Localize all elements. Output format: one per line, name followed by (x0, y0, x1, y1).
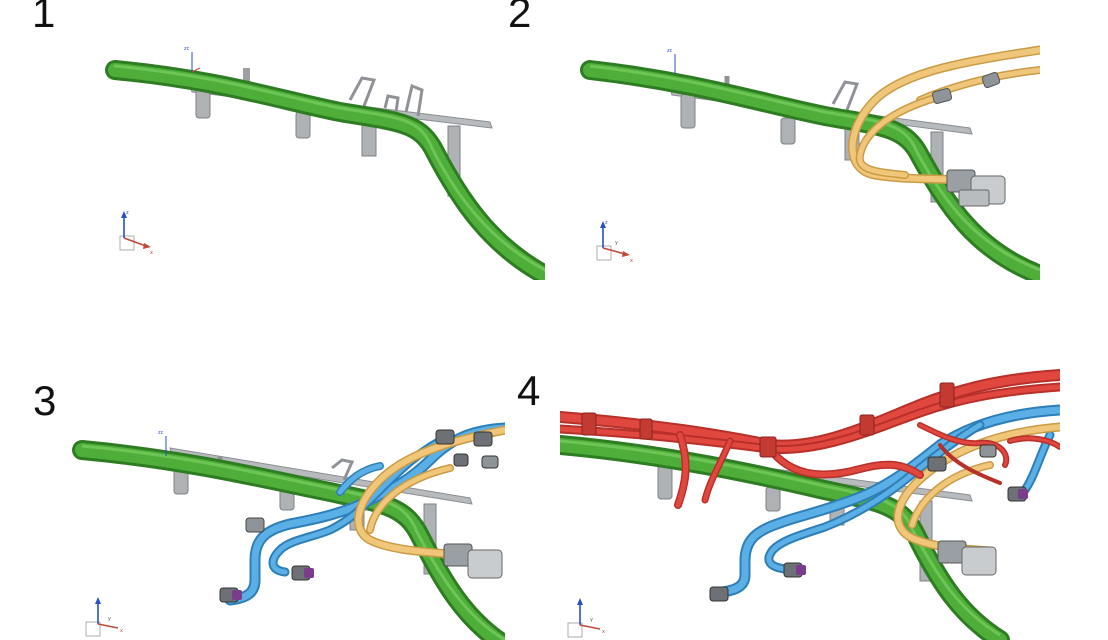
svg-text:x: x (630, 258, 633, 264)
step-label-2: 2 (508, 0, 532, 36)
svg-text:y: y (615, 240, 618, 246)
connector-plug (709, 444, 1028, 602)
work-csys-triad: zc (667, 48, 676, 74)
main-harness-green (105, 60, 545, 280)
connector-plug (219, 429, 503, 603)
svg-text:y: y (108, 616, 111, 622)
harness-view-1: zc z x (105, 46, 545, 280)
axis-triad-icon: y x (85, 597, 123, 637)
svg-text:zc: zc (184, 46, 190, 52)
svg-text:x: x (120, 628, 123, 634)
harness-view-4: y x (560, 369, 1060, 640)
axis-triad-icon: z x (119, 210, 153, 256)
axis-triad-icon: z y x (596, 220, 633, 264)
harness-view-2: zc z y x (580, 45, 1040, 280)
step-label-1: 1 (32, 0, 56, 36)
step-label-3: 3 (33, 377, 57, 424)
svg-text:zc: zc (158, 430, 164, 436)
step-label-4: 4 (517, 367, 541, 414)
svg-text:zc: zc (667, 48, 673, 54)
red-clip (581, 382, 955, 458)
panel-step-3: zc y x (70, 420, 505, 640)
axis-triad-icon: y x (567, 598, 605, 638)
yellow-harness (848, 45, 1040, 185)
connector-plug (931, 71, 1006, 207)
svg-text:x: x (602, 629, 605, 635)
panel-step-1: zc z x (100, 30, 545, 280)
svg-text:z: z (605, 220, 608, 226)
work-csys-triad: zc (158, 430, 167, 456)
work-csys-triad: zc (184, 46, 201, 73)
svg-text:x: x (150, 250, 153, 256)
panel-step-2: zc z y x (575, 30, 1040, 280)
red-harness (560, 369, 1060, 509)
svg-text:z: z (126, 210, 129, 216)
panel-step-4: y x (560, 365, 1060, 640)
svg-text:y: y (590, 617, 593, 623)
harness-view-3: zc y x (72, 422, 505, 640)
